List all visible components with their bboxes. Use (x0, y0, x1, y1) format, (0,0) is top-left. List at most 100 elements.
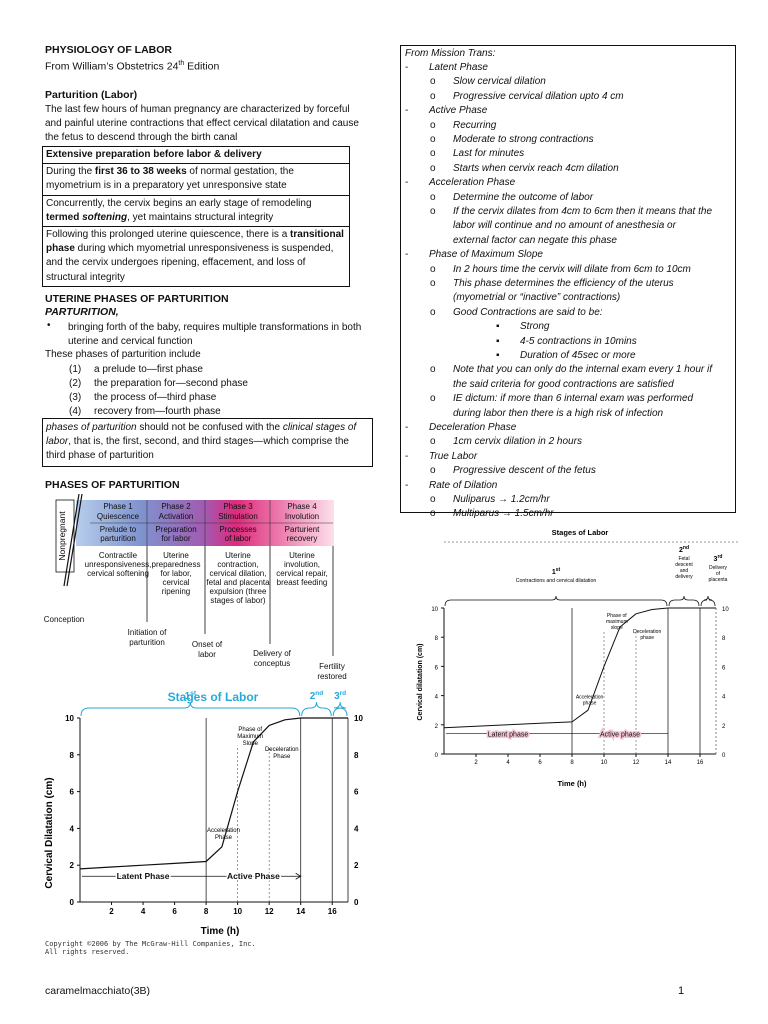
svg-text:contraction,: contraction, (217, 560, 258, 569)
phase-4-title: Phase 4 (287, 502, 317, 511)
mission-trans-heading: From Mission Trans: (405, 48, 496, 59)
acceleration-phase-label: Phase (215, 835, 233, 841)
svg-text:Onset of: Onset of (192, 640, 223, 649)
svg-text:Parturient: Parturient (285, 525, 320, 534)
y-tick-label: 2 (435, 724, 439, 730)
phase-number: (3) (69, 392, 82, 403)
x-tick-label: 2 (474, 760, 478, 766)
stage-brace (80, 701, 301, 717)
y-tick-label: 8 (435, 636, 439, 642)
y-tick-label-right: 8 (722, 636, 726, 642)
x-tick-label: 6 (172, 907, 177, 916)
svg-text:expulsion (three: expulsion (three (210, 587, 267, 596)
max-slope-label: maximum (606, 619, 628, 625)
list-marker: o (430, 191, 436, 203)
list-marker: - (405, 450, 409, 462)
x-tick-label: 8 (204, 907, 209, 916)
bullet-marker: • (47, 320, 51, 331)
svg-text:stages of labor): stages of labor) (210, 596, 265, 605)
x-axis-label: Time (h) (557, 779, 587, 788)
latent-phase-label: Latent Phase (117, 871, 170, 881)
list-item: Recurring (453, 119, 497, 131)
svg-text:Processes: Processes (219, 525, 256, 534)
phase-1-title: Phase 1 (103, 502, 133, 511)
phases-of-parturition-heading: PHASES OF PARTURITION (45, 479, 180, 491)
preparation-table: Extensive preparation before labor & del… (42, 146, 350, 287)
x-tick-label: 12 (633, 760, 640, 766)
uterine-phases-heading: UTERINE PHASES OF PARTURITION (45, 293, 229, 305)
copyright-note: Copyright ©2006 by The McGraw-Hill Compa… (45, 940, 256, 956)
svg-text:for labor: for labor (161, 534, 191, 543)
list-item: 4-5 contractions in 10mins (520, 335, 637, 347)
y-tick-label: 10 (65, 714, 74, 723)
list-marker: ▪ (496, 321, 500, 333)
stage-2-desc: descent (675, 562, 693, 568)
list-item: If the cervix dilates from 4cm to 6cm th… (453, 206, 712, 217)
list-item: Good Contractions are said to be: (453, 306, 603, 318)
y-tick-label-right: 6 (354, 788, 359, 797)
clinical-stages-note: phases of parturition should not be conf… (42, 418, 373, 467)
active-phase-label: Active Phase (227, 871, 280, 881)
active-phase-label: Active phase (600, 732, 640, 739)
y-tick-label-right: 6 (722, 665, 726, 671)
list-marker: o (430, 134, 436, 145)
list-marker: o (430, 162, 436, 174)
y-tick-label: 6 (435, 665, 439, 671)
list-marker: o (430, 364, 436, 376)
phase-item: recovery from—fourth phase (94, 406, 221, 417)
dilatation-curve (79, 717, 348, 870)
phase-number: (2) (69, 378, 82, 389)
y-tick-label: 2 (70, 861, 75, 870)
y-tick-label: 0 (435, 753, 439, 759)
svg-text:of labor: of labor (225, 534, 252, 543)
list-item: Rate of Dilation (429, 479, 498, 491)
chart-title: Stages of Labor (552, 528, 609, 537)
x-tick-label: 6 (538, 760, 542, 766)
list-marker: - (405, 479, 409, 491)
list-item: external factor can negate this phase (453, 234, 617, 246)
stage-1-label: 1st (552, 567, 561, 576)
svg-text:cervical: cervical (162, 578, 189, 587)
list-marker: o (430, 263, 436, 275)
phase-number: (4) (69, 406, 82, 417)
list-marker: ▪ (496, 350, 500, 361)
phase-item: a prelude to—first phase (94, 364, 203, 375)
list-item: Strong (520, 321, 550, 333)
list-item: This phase determines the efficiency of … (453, 278, 674, 289)
max-slope-label: slope (611, 625, 623, 631)
x-tick-label: 4 (141, 907, 146, 916)
x-tick-label: 2 (109, 907, 114, 916)
list-item: Note that you can only do the internal e… (453, 364, 713, 376)
parturition-heading: Parturition (Labor) (45, 89, 138, 101)
list-marker: o (430, 494, 436, 505)
nonpregnant-label: Nonpregnant (57, 511, 67, 561)
preparation-row-myometrium: During the first 36 to 38 weeks of norma… (43, 164, 349, 196)
acceleration-phase-label: Acceleration (207, 828, 240, 834)
stage-1-desc: Contractions and cervical dilatation (516, 578, 597, 584)
acceleration-phase-label: Acceleration (576, 695, 604, 701)
list-marker: o (430, 119, 436, 131)
x-tick-label: 16 (697, 760, 704, 766)
svg-text:Initiation of: Initiation of (128, 628, 167, 637)
x-tick-label: 14 (665, 760, 672, 766)
footer-author: caramelmacchiato(3B) (45, 985, 151, 997)
svg-text:Uterine: Uterine (289, 551, 315, 560)
list-marker: o (430, 306, 436, 318)
preparation-table-heading: Extensive preparation before labor & del… (43, 147, 349, 165)
svg-text:breast feeding: breast feeding (277, 578, 328, 587)
y-tick-label-right: 2 (354, 861, 359, 870)
list-marker: o (430, 393, 436, 405)
y-tick-label-right: 0 (722, 753, 726, 759)
stage-brace (668, 595, 700, 607)
list-marker: - (405, 177, 409, 189)
event-conception: Conception (44, 615, 84, 624)
phases-of-parturition-diagram: Nonpregnant Phase 1 Quiescence Prelude t… (44, 494, 347, 681)
phase-4-name: Involution (285, 512, 319, 521)
phase-item: the preparation for—second phase (94, 378, 248, 389)
list-item: Acceleration Phase (429, 177, 516, 189)
svg-text:for labor,: for labor, (160, 569, 191, 578)
max-slope-label: Phase of (607, 613, 627, 619)
list-marker: o (430, 278, 436, 289)
svg-text:fetal and placenta: fetal and placenta (206, 578, 270, 587)
